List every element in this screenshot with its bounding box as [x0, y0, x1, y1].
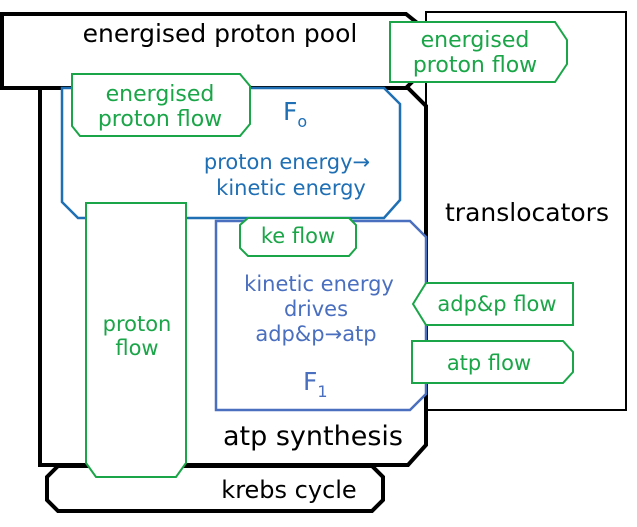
fo-desc-line1: proton energy→ — [204, 150, 370, 174]
proton-flow-line1: proton — [103, 312, 172, 336]
fo-desc-line2: kinetic energy — [216, 176, 366, 200]
f1-desc-line3: adp&p→atp — [255, 322, 376, 346]
ke-flow-label: ke flow — [261, 224, 335, 248]
proton-flow-line2: flow — [115, 336, 158, 360]
fo-label: Fo — [283, 97, 307, 131]
energised-proton-flow-left-arrow — [71, 73, 251, 137]
adp-p-flow-label: adp&p flow — [437, 292, 556, 316]
atp-flow-label: atp flow — [447, 351, 531, 375]
ke-flow-arrow — [239, 217, 357, 257]
atp-flow-arrow — [411, 340, 574, 384]
energised-proton-flow-right-line2: proton flow — [413, 53, 537, 78]
adp-p-flow-arrow — [411, 282, 574, 326]
energised-proton-flow-right-line1: energised — [421, 28, 530, 53]
proton-flow-arrow — [85, 202, 187, 478]
f1-desc-line2: drives — [284, 297, 348, 321]
energised-proton-flow-right-arrow — [389, 21, 568, 83]
atp-synthesis-label: atp synthesis — [223, 421, 403, 452]
energised-proton-flow-left-line2: proton flow — [98, 107, 222, 132]
f1-label: F1 — [303, 367, 328, 401]
translocators-label: translocators — [445, 198, 609, 227]
f1-box — [214, 219, 428, 412]
krebs-cycle-label: krebs cycle — [221, 476, 356, 504]
energised-proton-pool-label: energised proton pool — [83, 19, 358, 48]
energised-proton-flow-left-line1: energised — [106, 82, 215, 107]
f1-desc-line1: kinetic energy — [244, 272, 394, 296]
